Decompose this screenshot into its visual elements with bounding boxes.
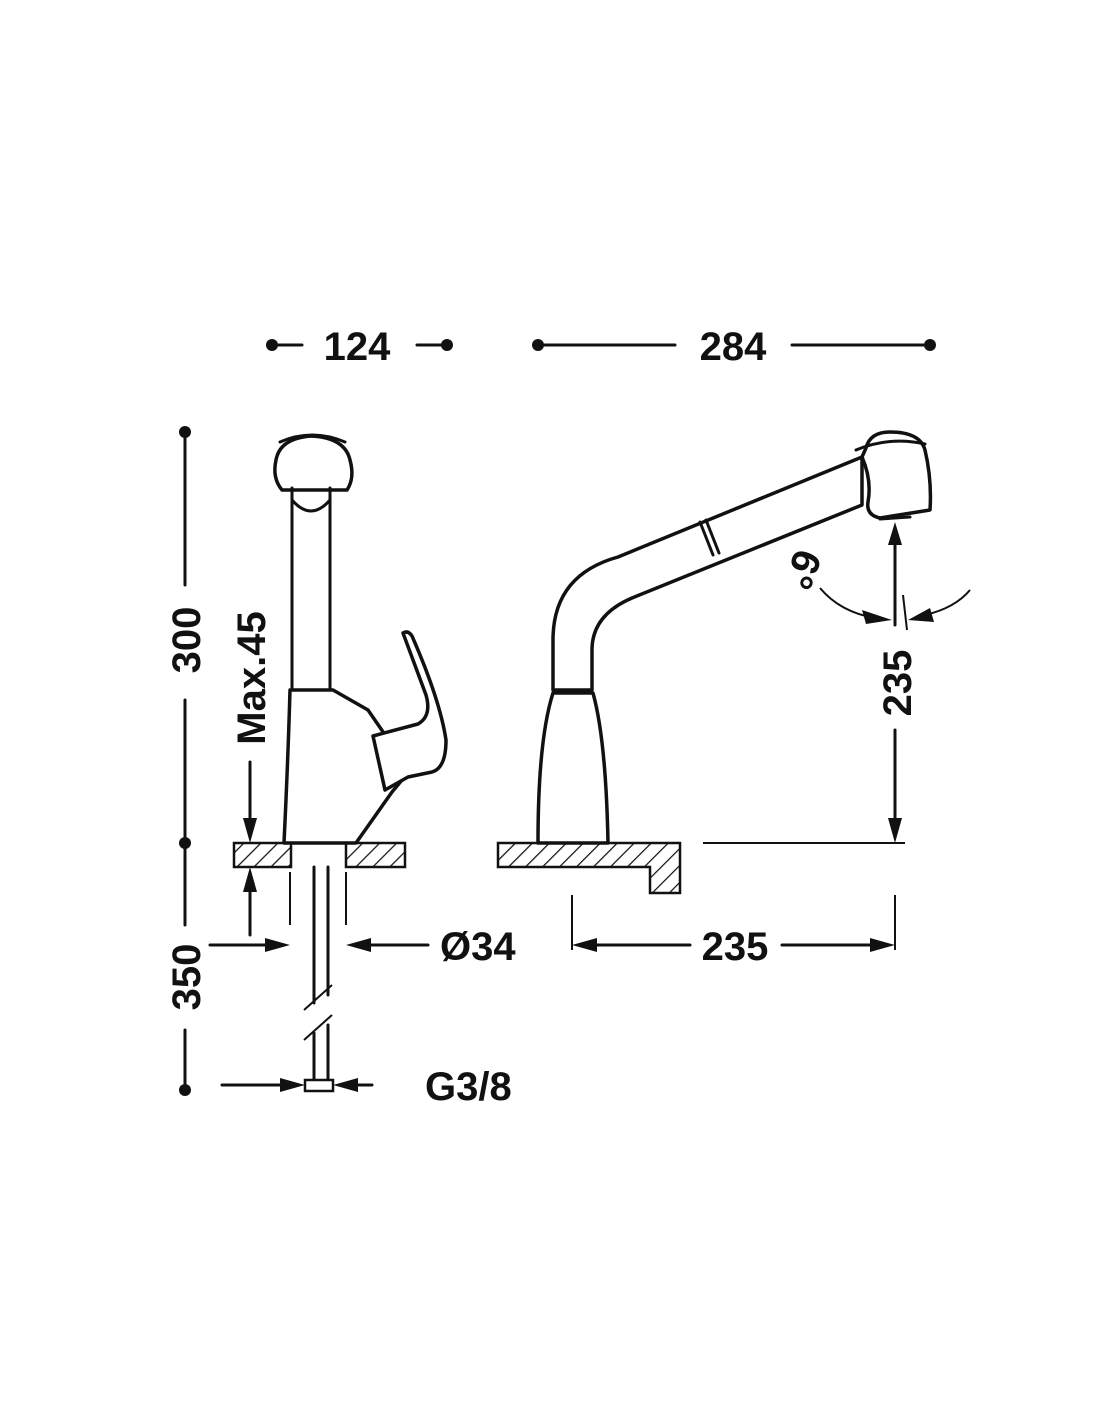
- dimension-label-124: 124: [324, 325, 391, 369]
- dimension-spout-height: 235 6°: [703, 522, 971, 844]
- dimension-label-max45: Max.45: [230, 611, 274, 744]
- side-view-faucet: [232, 433, 448, 1093]
- dimension-connection: G3/8: [220, 1065, 512, 1109]
- dimension-label-diameter: Ø34: [440, 925, 516, 969]
- dimension-label-spout-height: 235: [876, 650, 920, 717]
- dimension-spout-reach: 235: [571, 895, 896, 969]
- dimension-300-350: 300 350: [165, 426, 209, 1096]
- dimension-diameter-34: Ø34: [208, 872, 516, 969]
- dimension-max45: Max.45: [230, 611, 274, 937]
- dimension-label-connection: G3/8: [425, 1065, 512, 1109]
- front-view-faucet: [496, 430, 933, 895]
- dimension-124: 124: [266, 325, 453, 369]
- dimension-label-300: 300: [165, 607, 209, 674]
- dimension-label-350: 350: [165, 944, 209, 1011]
- dimension-label-284: 284: [700, 325, 767, 369]
- dimension-label-angle: 6°: [775, 544, 829, 595]
- dimension-label-spout-reach: 235: [702, 925, 769, 969]
- dimension-284: 284: [532, 325, 936, 369]
